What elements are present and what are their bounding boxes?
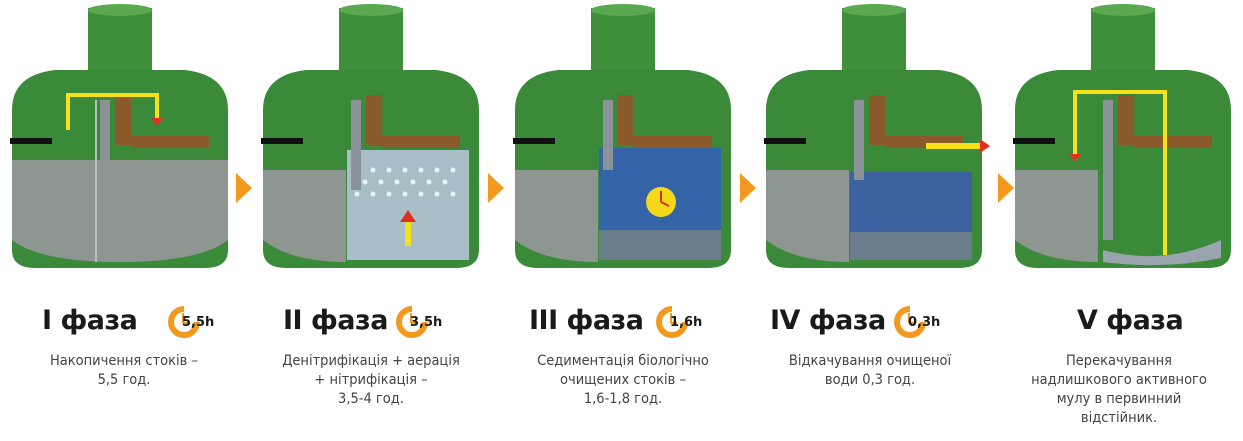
phase-4: IV фаза 0,3h Відкачування очищеної води … [754, 0, 994, 441]
phase-5-desc-line-3: мулу в первинний [1056, 391, 1182, 407]
phase-1-timer: 5,5h [164, 303, 226, 343]
phase-arrow-1-2 [236, 173, 252, 203]
phase-2-time-label: 3,5h [410, 315, 443, 330]
tank-illustration-phase-1 [10, 4, 228, 268]
phase-4-time-label: 0,3h [908, 315, 941, 330]
phase-1-desc-line-2: 5,5 год. [97, 372, 151, 388]
phase-3-desc-line-1: Седиментація біологічно [537, 353, 709, 369]
phase-1: I фаза 5,5h Накопичення стоків – 5,5 год… [0, 0, 240, 441]
phase-5-description: Перекачування надлишкового активного мул… [1009, 352, 1229, 428]
tank-illustration-phase-4 [764, 4, 990, 268]
phase-2-timer: 3,5h [392, 303, 454, 343]
phase-5-desc-line-4: відстійник. [1080, 410, 1158, 426]
phase-2-desc-line-1: Денітрифікація + аерація [282, 353, 460, 369]
phase-5-desc-line-2: надлишкового активного [1031, 372, 1207, 388]
phase-3-timer: 1,6h [652, 303, 714, 343]
phase-3-title: III фаза [529, 305, 644, 336]
clock-icon [656, 306, 688, 338]
phase-1-desc-line-1: Накопичення стоків – [49, 353, 199, 369]
phase-3-desc-line-2: очищених стоків – [560, 372, 686, 388]
phase-5: V фаза Перекачування надлишкового активн… [1003, 0, 1243, 441]
phase-5-title: V фаза [1077, 305, 1184, 336]
phase-3-description: Седиментація біологічно очищених стоків … [513, 352, 733, 409]
phase-4-title: IV фаза [770, 305, 886, 336]
clock-icon [396, 306, 428, 338]
phase-4-timer: 0,3h [890, 303, 952, 343]
clock-icon [894, 306, 926, 338]
tank-illustration-phase-5 [1013, 4, 1231, 268]
phase-5-desc-line-1: Перекачування [1065, 353, 1173, 369]
phase-2-desc-line-3: 3,5-4 год. [338, 391, 404, 407]
phase-2-title: II фаза [283, 305, 388, 336]
phase-2-description: Денітрифікація + аерація + нітрифікація … [261, 352, 481, 409]
phase-4-desc-line-1: Відкачування очищеної [788, 353, 952, 369]
tank-illustration-phase-3 [513, 4, 731, 268]
phase-arrow-2-3 [488, 173, 504, 203]
phase-1-description: Накопичення стоків – 5,5 год. [14, 352, 234, 390]
phase-2-desc-line-2: + нітрифікація – [314, 372, 428, 388]
phase-arrow-4-5 [998, 173, 1014, 203]
phase-1-title: I фаза [42, 305, 138, 336]
phase-arrow-3-4 [740, 173, 756, 203]
phase-4-description: Відкачування очищеної води 0,3 год. [760, 352, 980, 390]
phase-3-time-label: 1,6h [670, 315, 703, 330]
phase-2: II фаза 3,5h Денітрифікація + аерація + … [251, 0, 491, 441]
phase-3: III фаза 1,6h Седиментація біологічно оч… [503, 0, 743, 441]
phase-4-desc-line-2: води 0,3 год. [824, 372, 916, 388]
tank-illustration-phase-2 [261, 4, 479, 268]
clock-icon [168, 306, 200, 338]
phase-3-desc-line-3: 1,6-1,8 год. [583, 391, 663, 407]
phase-1-time-label: 5,5h [182, 315, 215, 330]
